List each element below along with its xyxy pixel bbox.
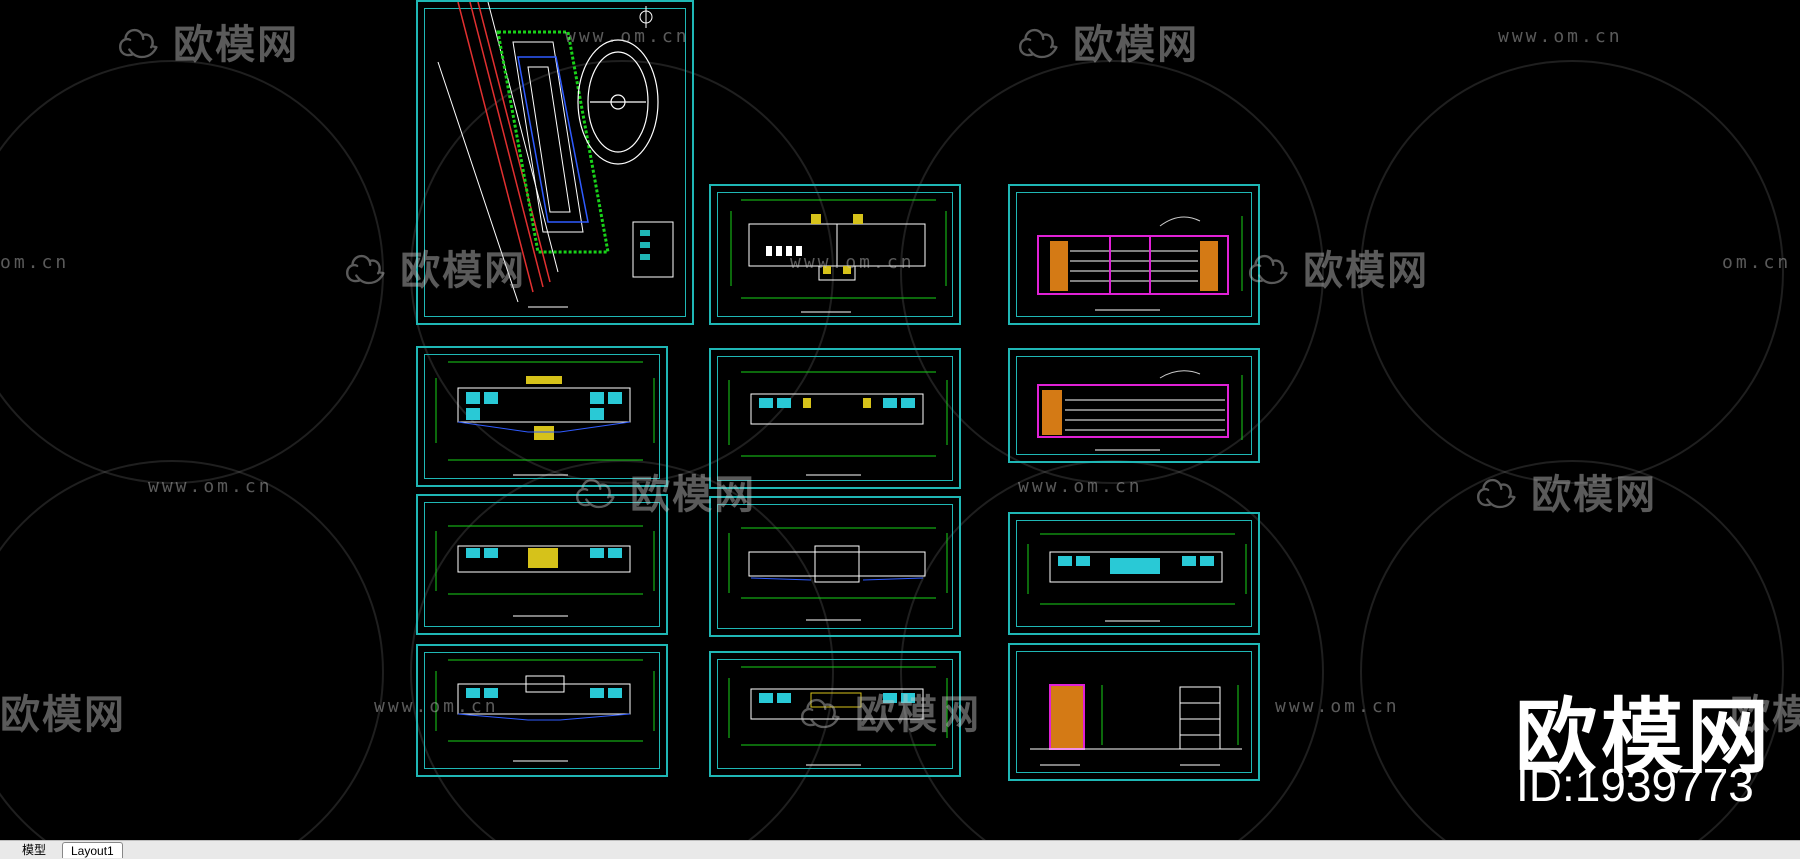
drawing-sheet-fourth-floor-plan[interactable] bbox=[709, 496, 961, 637]
sheet-inner-frame bbox=[717, 504, 953, 629]
watermark-url: www.om.cn bbox=[565, 26, 690, 47]
drawing-sheet-sections[interactable] bbox=[1008, 643, 1260, 781]
cad-model-space[interactable]: ☁ 欧模网 www.om.cn ☁ 欧模网 www.om.cn om.cn ☁ … bbox=[0, 0, 1800, 840]
site-plan-graphic bbox=[437, 2, 674, 308]
plan-graphic bbox=[1027, 533, 1247, 622]
drawing-sheet-front-elevation[interactable] bbox=[1008, 184, 1260, 325]
sheet-inner-frame bbox=[424, 502, 660, 627]
watermark-logo: ☁ 欧模网 bbox=[345, 249, 527, 293]
watermark-url: www.om.cn bbox=[790, 252, 915, 273]
watermark-logo: ☁ 欧模网 bbox=[1476, 473, 1658, 517]
plan-graphic bbox=[728, 666, 948, 766]
watermark-logo: ☁ 欧模网 bbox=[575, 473, 757, 517]
tab-model[interactable]: 模型 bbox=[14, 842, 55, 858]
drawing-sheet-fifth-floor-plan[interactable] bbox=[1008, 512, 1260, 635]
brand-name: 欧模网 bbox=[1515, 692, 1774, 783]
watermark-url: www.om.cn bbox=[374, 696, 499, 717]
sheet-inner-frame bbox=[424, 8, 686, 317]
drawing-sheet-seventh-floor-plan[interactable] bbox=[709, 651, 961, 777]
drawing-sheet-first-floor-plan[interactable] bbox=[416, 346, 668, 487]
plan-graphic bbox=[435, 659, 655, 762]
brand-id: ID:1939773 bbox=[1516, 759, 1754, 811]
sheet-inner-frame bbox=[424, 354, 660, 479]
drawing-sheet-third-floor-plan[interactable] bbox=[416, 494, 668, 635]
watermark-logo: ☁ 欧模网 bbox=[800, 693, 982, 737]
sheet-inner-frame bbox=[1016, 520, 1252, 627]
sheet-inner-frame bbox=[424, 652, 660, 769]
watermark-url-partial: om.cn bbox=[1722, 252, 1792, 273]
plan-graphic bbox=[435, 361, 655, 476]
drawing-sheet-site-plan[interactable] bbox=[416, 0, 694, 325]
watermark-url: www.om.cn bbox=[148, 476, 273, 497]
sheet-inner-frame bbox=[717, 356, 953, 481]
watermark-logo-partial: 欧模 bbox=[1730, 693, 1800, 737]
drawing-sheet-rear-elevation[interactable] bbox=[1008, 348, 1260, 463]
watermark-logo: ☁ 欧模网 bbox=[1248, 249, 1430, 293]
sheet-inner-frame bbox=[1016, 356, 1252, 455]
plan-graphic bbox=[728, 371, 948, 476]
sheet-inner-frame bbox=[717, 659, 953, 769]
watermark-logo: ☁ 欧模网 bbox=[118, 23, 300, 67]
watermark-url: www.om.cn bbox=[1018, 476, 1143, 497]
drawing-sheet-second-floor-plan[interactable] bbox=[709, 348, 961, 489]
drawing-sheet-sixth-floor-plan[interactable] bbox=[416, 644, 668, 777]
watermark-url: www.om.cn bbox=[1498, 26, 1623, 47]
plan-graphic bbox=[728, 527, 948, 621]
watermark-logo-partial: 欧模网 bbox=[0, 693, 126, 737]
plan-graphic bbox=[730, 199, 947, 313]
watermark-circle bbox=[0, 460, 384, 840]
plan-graphic bbox=[435, 525, 655, 617]
section-graphic bbox=[1030, 684, 1242, 766]
sheet-inner-frame bbox=[717, 192, 953, 317]
elevation-graphic bbox=[1037, 370, 1243, 451]
layout-tab-bar: 模型 Layout1 bbox=[0, 840, 1800, 859]
watermark-logo: ☁ 欧模网 bbox=[1018, 23, 1200, 67]
sheet-inner-frame bbox=[1016, 192, 1252, 317]
sheet-inner-frame bbox=[1016, 651, 1252, 773]
elevation-graphic bbox=[1037, 216, 1243, 311]
drawing-sheet-roof-plan[interactable] bbox=[709, 184, 961, 325]
watermark-url-partial: om.cn bbox=[0, 252, 70, 273]
tab-layout1[interactable]: Layout1 bbox=[62, 842, 123, 858]
watermark-url: www.om.cn bbox=[1275, 696, 1400, 717]
